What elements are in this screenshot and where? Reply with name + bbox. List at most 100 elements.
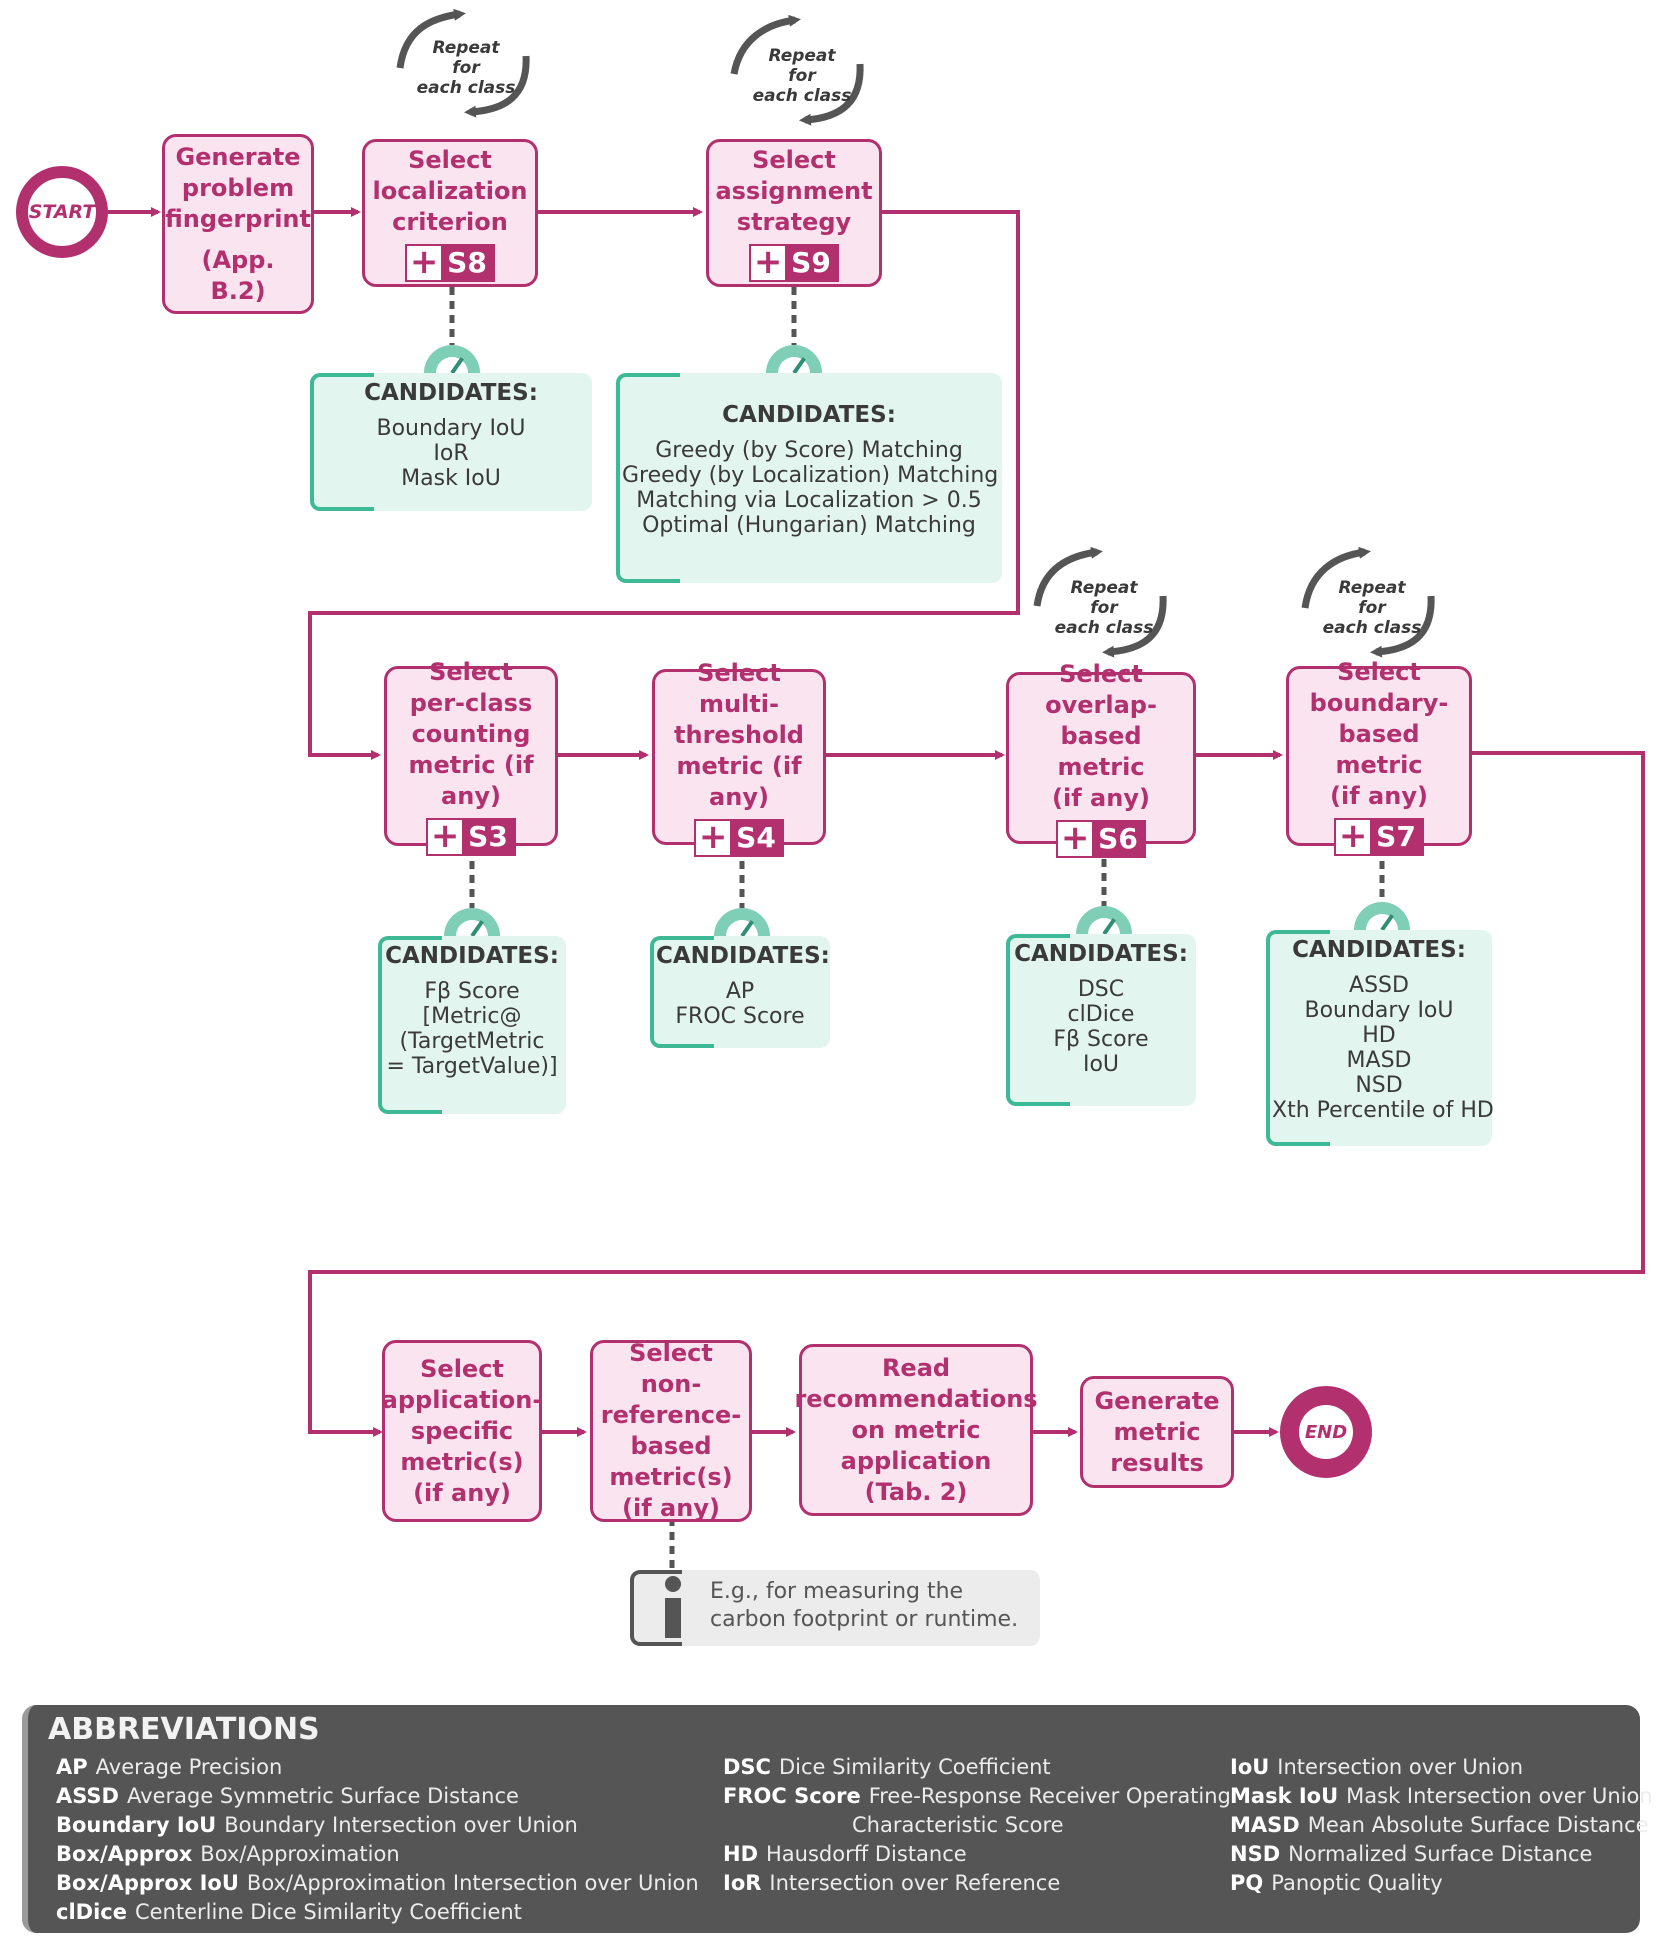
abbr-term: HD xyxy=(723,1842,759,1866)
abbr-row: IoU Intersection over Union xyxy=(1230,1753,1653,1782)
start-label: START xyxy=(28,201,96,223)
node-sublabel: (App. B.2) xyxy=(201,245,275,305)
abbr-row: Characteristic Score xyxy=(723,1811,1231,1840)
node-label: Generate problem fingerprint xyxy=(165,142,311,233)
candidate-item: MASD xyxy=(1346,1048,1412,1073)
repeat-note-s6: Repeat for each class xyxy=(1036,550,1166,650)
abbr-row: Box/Approx Box/Approximation xyxy=(56,1840,699,1869)
candidate-item: IoR xyxy=(433,441,469,466)
end-node: END xyxy=(1280,1386,1372,1478)
abbr-term: Box/Approx IoU xyxy=(56,1871,239,1895)
repeat-label: Repeat for each class xyxy=(752,46,852,106)
abbr-term: AP xyxy=(56,1755,88,1779)
node-label: Select assignment strategy xyxy=(715,145,873,236)
abbr-definition: Intersection over Union xyxy=(1277,1755,1524,1779)
candidate-item: FROC Score xyxy=(675,1004,805,1029)
step-tag: +S3 xyxy=(426,817,516,856)
abbr-definition: Box/Approximation xyxy=(200,1842,400,1866)
abbr-term: IoR xyxy=(723,1871,762,1895)
node-select-multithreshold: Select multi- threshold metric (if any) … xyxy=(652,659,826,857)
candidate-item: [Metric@ xyxy=(422,1004,522,1029)
candidate-item: Optimal (Hungarian) Matching xyxy=(642,513,976,538)
candidates-heading: CANDIDATES: xyxy=(385,943,559,969)
candidate-item: (TargetMetric xyxy=(399,1029,545,1054)
repeat-note-s7: Repeat for each class xyxy=(1304,550,1434,650)
repeat-label: Repeat for each class xyxy=(1054,578,1154,638)
candidate-item: NSD xyxy=(1355,1073,1403,1098)
candidates-overlap: CANDIDATES: DSC clDice Fβ Score IoU xyxy=(1006,934,1196,1106)
node-select-nonreference: Select non- reference- based metric(s) (… xyxy=(590,1339,752,1522)
repeat-label: Repeat for each class xyxy=(1322,578,1422,638)
arrow-s9-s3 xyxy=(308,210,1020,760)
abbr-definition: Hausdorff Distance xyxy=(766,1842,967,1866)
info-note: E.g., for measuring the carbon footprint… xyxy=(630,1570,1040,1646)
node-select-application: Select application- specific metric(s) (… xyxy=(382,1340,542,1522)
repeat-arrow-s7-top xyxy=(1301,546,1371,609)
step-tag: +S4 xyxy=(694,818,784,857)
candidate-item: clDice xyxy=(1067,1002,1135,1027)
abbr-term: DSC xyxy=(723,1755,771,1779)
node-label: Select overlap- based metric (if any) xyxy=(1045,659,1157,812)
candidates-assignment: CANDIDATES: Greedy (by Score) Matching G… xyxy=(616,373,1002,583)
repeat-arrow-s9-top xyxy=(730,14,801,75)
abbr-term: IoU xyxy=(1230,1755,1270,1779)
arrow-s7-app xyxy=(308,751,1645,1437)
abbr-definition: Mask Intersection over Union xyxy=(1346,1784,1653,1808)
abbr-row: HD Hausdorff Distance xyxy=(723,1840,1231,1869)
abbr-definition: Boundary Intersection over Union xyxy=(224,1813,578,1837)
candidate-item: Mask IoU xyxy=(401,466,501,491)
step-tag: +S9 xyxy=(749,243,839,282)
candidate-item: Xth Percentile of HD xyxy=(1272,1098,1494,1123)
step-tag: +S8 xyxy=(405,243,495,282)
info-text: E.g., for measuring the carbon footprint… xyxy=(710,1579,1019,1632)
step-code: S9 xyxy=(785,245,837,280)
candidate-item: = TargetValue)] xyxy=(386,1054,558,1079)
repeat-label: Repeat for each class xyxy=(416,38,516,98)
node-select-counting: Select per-class counting metric (if any… xyxy=(384,658,558,856)
node-label: Select application- specific metric(s) (… xyxy=(381,1354,543,1507)
abbr-definition: Dice Similarity Coefficient xyxy=(778,1755,1051,1779)
abbr-term: FROC Score xyxy=(723,1784,861,1808)
candidates-heading: CANDIDATES: xyxy=(364,380,538,406)
abbr-term: Boundary IoU xyxy=(56,1813,217,1837)
step-code: S8 xyxy=(441,245,493,280)
abbr-definition: Normalized Surface Distance xyxy=(1288,1842,1593,1866)
step-tag: +S6 xyxy=(1056,819,1146,858)
plus-icon: + xyxy=(1058,821,1093,856)
abbr-row: Boundary IoU Boundary Intersection over U… xyxy=(56,1811,699,1840)
abbr-term: PQ xyxy=(1230,1871,1264,1895)
candidates-counting: CANDIDATES: Fβ Score [Metric@ (TargetMet… xyxy=(378,936,566,1114)
abbr-definition: Average Precision xyxy=(95,1755,283,1779)
candidates-heading: CANDIDATES: xyxy=(722,402,896,428)
abbr-term: Box/Approx xyxy=(56,1842,193,1866)
candidate-item: Fβ Score xyxy=(424,979,520,1004)
abbr-definition: Centerline Dice Similarity Coefficient xyxy=(134,1900,522,1924)
candidate-item: AP xyxy=(725,979,755,1004)
repeat-arrow-s7-bottom xyxy=(1370,595,1435,658)
gauge-icon xyxy=(766,345,822,373)
node-select-localization: Select localization criterion +S8 xyxy=(362,139,538,287)
step-code: S4 xyxy=(730,820,782,855)
candidate-item: Matching via Localization > 0.5 xyxy=(636,488,982,513)
plus-icon: + xyxy=(428,819,463,854)
candidate-item: Greedy (by Score) Matching xyxy=(655,438,963,463)
node-label: Read recommendations on metric applicati… xyxy=(794,1353,1038,1506)
abbr-definition: Box/Approximation Intersection over Unio… xyxy=(246,1871,699,1895)
repeat-arrow-s6-bottom xyxy=(1102,595,1167,658)
abbr-definition: Average Symmetric Surface Distance xyxy=(127,1784,519,1808)
gauge-icon xyxy=(444,908,500,936)
abbr-row: DSC Dice Similarity Coefficient xyxy=(723,1753,1231,1782)
candidates-localization: CANDIDATES: Boundary IoU IoR Mask IoU xyxy=(310,373,592,511)
abbr-term: MASD xyxy=(1230,1813,1300,1837)
node-select-boundary: Select boundary- based metric (if any) +… xyxy=(1286,658,1472,856)
plus-icon: + xyxy=(407,245,442,280)
candidates-boundary: CANDIDATES: ASSD Boundary IoU HD MASD NS… xyxy=(1266,930,1494,1146)
node-select-overlap: Select overlap- based metric (if any) +S… xyxy=(1006,660,1196,858)
